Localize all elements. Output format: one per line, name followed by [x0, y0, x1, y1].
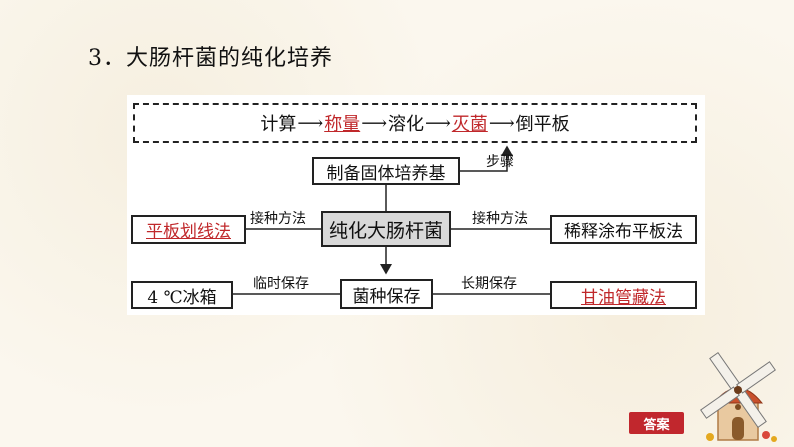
step-sterilize: 灭菌	[451, 114, 488, 135]
right-method-box: 稀释涂布平板法	[550, 215, 697, 244]
step-dissolve: 溶化	[388, 114, 424, 135]
long-method-text: 甘油管藏法	[581, 287, 666, 308]
left-method-box: 平板划线法	[131, 215, 246, 244]
arrow-icon: ⟶	[361, 112, 387, 134]
arrow-icon: ⟶	[297, 112, 324, 134]
steps-box: 计算 ⟶ 称量 ⟶ 溶化 ⟶ 灭菌 ⟶ 倒平板	[133, 103, 697, 143]
arrow-icon: ⟶	[425, 112, 451, 134]
answer-button[interactable]: 答案	[629, 412, 684, 434]
long-label: 长期保存	[461, 276, 517, 292]
steps-label: 步骤	[486, 154, 514, 170]
steps-arrow	[460, 145, 513, 172]
long-method-box: 甘油管藏法	[550, 281, 697, 309]
windmill-icon	[700, 352, 777, 442]
storage-box: 菌种保存	[340, 279, 433, 309]
purification-diagram: 计算 ⟶ 称量 ⟶ 溶化 ⟶ 灭菌 ⟶ 倒平板 步骤 制备固体培养基 接种方法 …	[127, 95, 705, 315]
step-weigh: 称量	[324, 114, 361, 135]
left-method-label: 接种方法	[250, 211, 306, 227]
step-pour-plate: 倒平板	[515, 114, 570, 135]
right-method-label: 接种方法	[472, 211, 528, 227]
temp-method-box: 4 ℃冰箱	[131, 281, 233, 309]
temp-label: 临时保存	[253, 276, 309, 292]
arrow-icon: ⟶	[488, 112, 515, 134]
connector-lines	[233, 145, 550, 295]
section-heading: 3．大肠杆菌的纯化培养	[88, 46, 333, 71]
center-box: 纯化大肠杆菌	[321, 211, 451, 247]
medium-box: 制备固体培养基	[312, 157, 460, 185]
left-method-text: 平板划线法	[146, 222, 231, 242]
step-calculate: 计算	[260, 114, 297, 135]
